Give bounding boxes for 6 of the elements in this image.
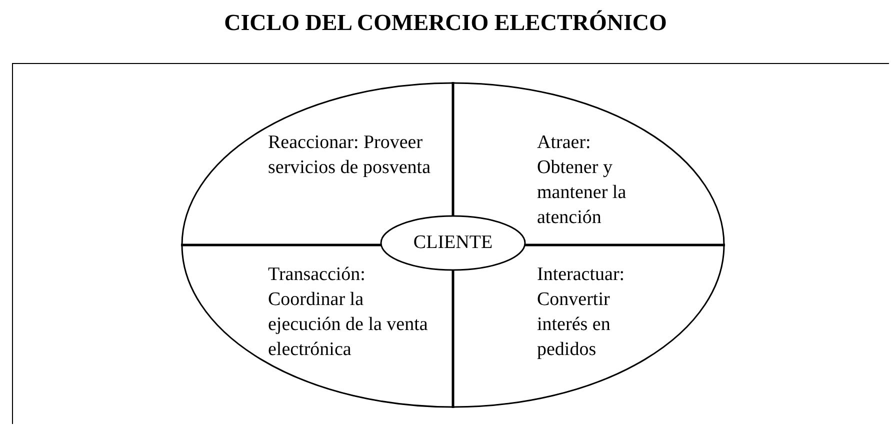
- center-ellipse: CLIENTE: [380, 215, 526, 271]
- diagram-title: CICLO DEL COMERCIO ELECTRÓNICO: [223, 10, 668, 36]
- quadrant-text: Interactuar: Convertir interés en pedidos: [537, 262, 649, 362]
- quadrant-text: Atraer: Obtener y mantener la atención: [537, 130, 649, 230]
- cycle-ellipse: [181, 82, 725, 408]
- quadrant-text: Reaccionar: Proveer servicios de posventa: [268, 130, 450, 180]
